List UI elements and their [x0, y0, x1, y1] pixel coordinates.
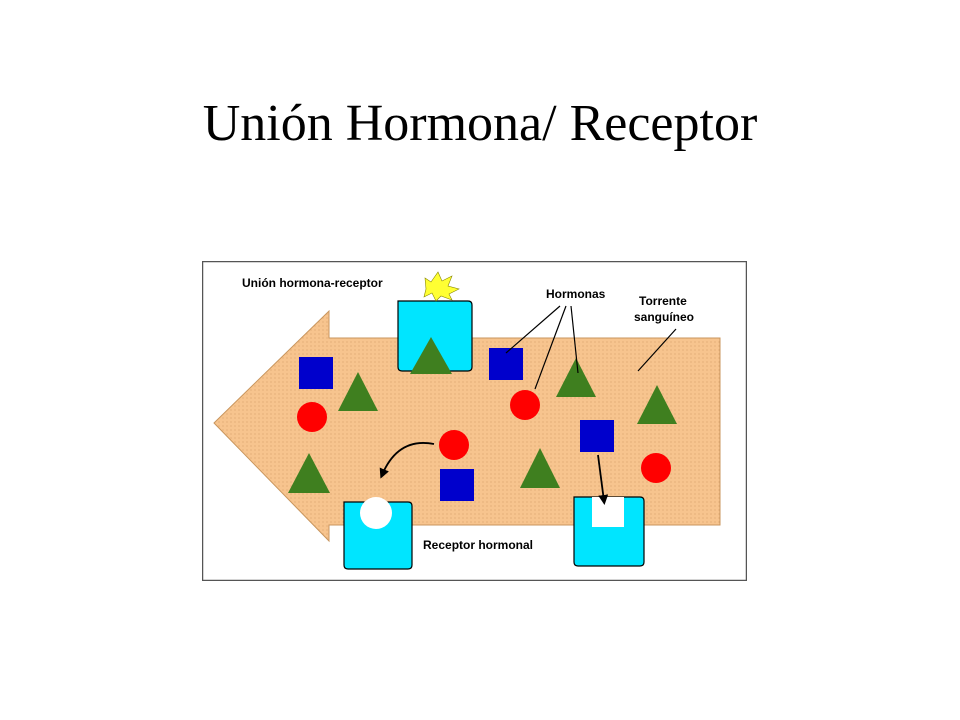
triangle-hormone: [288, 453, 330, 493]
triangle-hormone: [520, 448, 560, 488]
down-arrow: [597, 454, 609, 505]
receptor-square-site: [573, 496, 645, 567]
hormone-receptor-figure: Unión hormona-receptor Hormonas Torrente…: [202, 261, 747, 581]
circle-hormone: [641, 453, 671, 483]
slide-title: Unión Hormona/ Receptor: [202, 95, 758, 152]
receptor-label: Receptor hormonal: [423, 538, 533, 552]
pointer-line: [570, 305, 579, 374]
square-hormone: [489, 348, 523, 380]
triangle-hormone: [338, 372, 378, 411]
hormones-label: Hormonas: [546, 287, 606, 301]
pointer-line: [637, 328, 677, 372]
triangle-hormone: [637, 385, 677, 424]
triangle-hormone-bound: [410, 337, 452, 374]
bound-receptor: [397, 300, 473, 372]
diagram-canvas: Unión hormona-receptor Hormonas Torrente…: [202, 261, 747, 581]
square-hormone: [580, 420, 614, 452]
bloodstream-arrow: [213, 309, 721, 543]
bloodstream-label-line2: sanguíneo: [634, 310, 694, 324]
circle-hormone: [297, 402, 327, 432]
receptor-circle-site: [343, 497, 413, 570]
square-hormone: [299, 357, 333, 389]
pointer-line: [534, 305, 567, 390]
bloodstream-label-line1: Torrente: [639, 294, 687, 308]
binding-label: Unión hormona-receptor: [242, 276, 383, 290]
curved-arrow: [379, 442, 435, 479]
circle-hormone: [439, 430, 469, 460]
square-hormone: [440, 469, 474, 501]
triangle-hormone: [556, 358, 596, 397]
binding-burst-icon: [423, 271, 460, 302]
circle-hormone: [510, 390, 540, 420]
pointer-line: [505, 305, 561, 354]
